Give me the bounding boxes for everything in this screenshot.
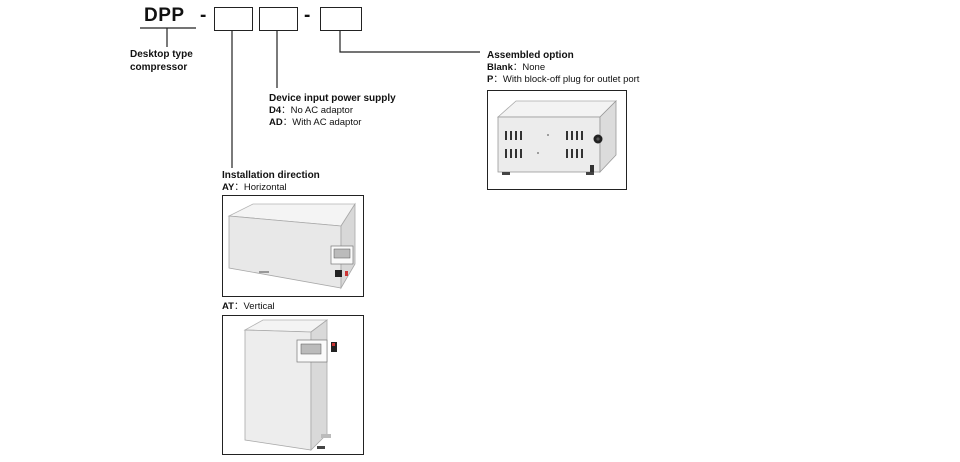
assembled-code-p: P [487,74,494,85]
installation-option-at: AT：Vertical [222,301,275,313]
power-title: Device input power supply [269,93,396,104]
assembled-text-blank: None [522,62,546,73]
assembled-sep-blank: ： [512,62,523,73]
assembled-option-blank: Blank：None [487,62,639,74]
power-sep-ad: ： [282,117,293,128]
vertical-unit-photo [222,315,364,455]
assembled-sep-p: ： [493,74,503,85]
power-code-d4: D4 [269,105,282,116]
model-dash-1: - [200,5,207,26]
model-prefix: DPP [144,5,185,26]
desktop-line1: Desktop type [130,49,193,60]
power-sep-d4: ： [281,105,291,116]
assembled-section: Assembled option Blank：None P：With block… [487,49,639,86]
assembled-option-p: P：With block-off plug for outlet port [487,74,639,86]
installation-text-at: Vertical [243,301,275,312]
assembled-code-blank: Blank [487,62,513,73]
code-box-installation [214,7,253,31]
desktop-line2: compressor [130,62,188,73]
installation-code-ay: AY [222,182,235,193]
power-text-ad: With AC adaptor [292,117,362,128]
power-code-ad: AD [269,117,283,128]
installation-text-ay: Horizontal [243,182,287,193]
installation-code-at: AT [222,301,234,312]
installation-title: Installation direction [222,170,320,181]
model-dash-2: - [304,5,311,26]
installation-section: Installation direction AY：Horizontal [222,169,320,194]
code-box-power [259,7,298,31]
power-option-d4: D4：No AC adaptor [269,105,396,117]
installation-sep-at: ： [233,301,244,312]
horizontal-unit-photo [222,195,364,297]
code-box-assembled [320,7,362,31]
rear-view-photo [487,90,627,190]
power-section: Device input power supply D4：No AC adapt… [269,92,396,129]
power-option-ad: AD：With AC adaptor [269,117,396,129]
installation-sep-ay: ： [234,182,244,193]
assembled-title: Assembled option [487,50,574,61]
installation-option-ay: AY：Horizontal [222,182,320,194]
desktop-label: Desktop type compressor [130,48,193,74]
power-text-d4: No AC adaptor [290,105,353,116]
assembled-text-p: With block-off plug for outlet port [502,74,640,85]
